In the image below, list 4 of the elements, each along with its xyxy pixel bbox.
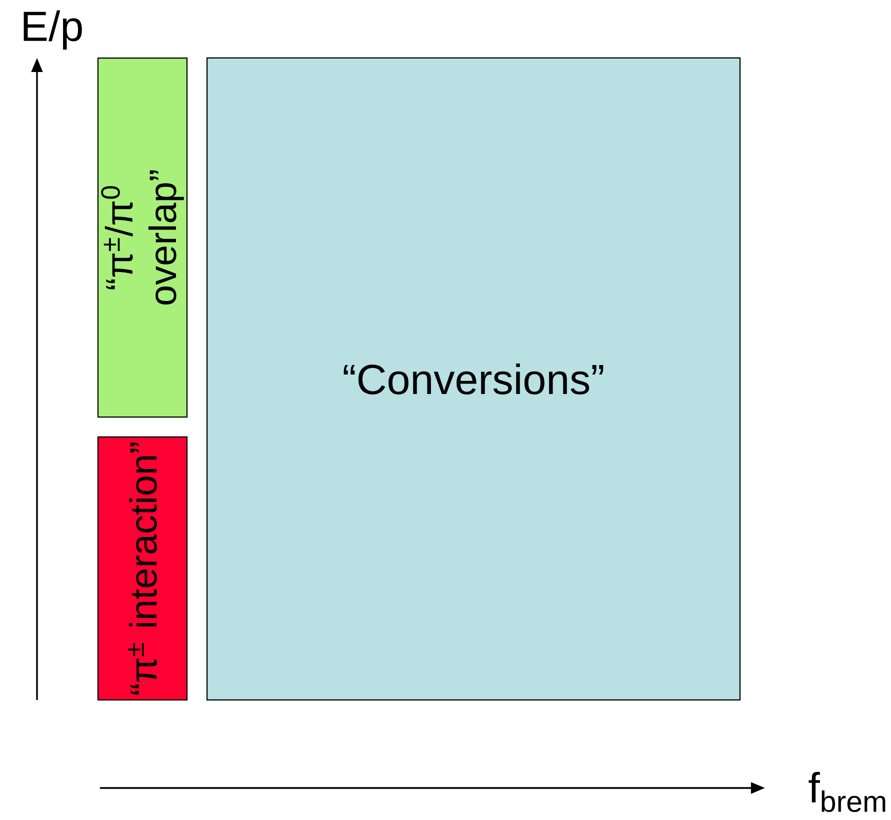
region-box: “π$^{±}$ interaction” [97, 436, 188, 701]
axis-label: f$_{brem}$ [808, 772, 886, 812]
axis-label: E/p [24, 10, 82, 50]
region-box: “Conversions” [206, 57, 741, 701]
